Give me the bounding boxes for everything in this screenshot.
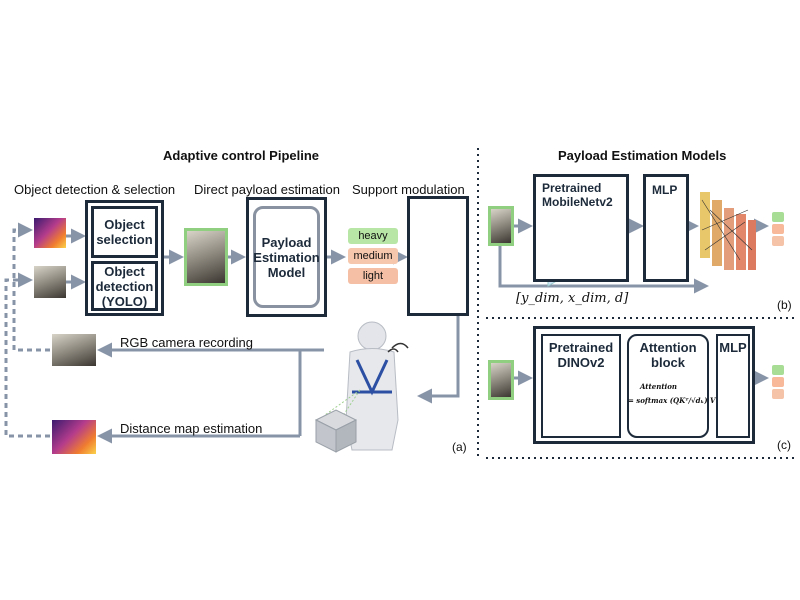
attention-model-group: Pretrained DINOv2 Attention block MLP xyxy=(533,326,755,444)
attention-block: Attention block xyxy=(627,334,709,438)
estimation-model-group: Payload Estimation Model xyxy=(246,197,327,317)
loop-distance xyxy=(4,272,68,438)
b-output-medium xyxy=(772,224,784,234)
payload-box xyxy=(314,409,358,453)
class-light: light xyxy=(348,268,398,284)
support-modulation-box xyxy=(407,196,469,316)
c-output-medium xyxy=(772,377,784,387)
mlp-box-c: MLP xyxy=(716,334,750,438)
mlp-box-b: MLP xyxy=(643,174,689,282)
object-detection-box: Object detection (YOLO) xyxy=(91,261,158,311)
panel-tag-c: (c) xyxy=(777,438,791,452)
c-input-thumbnail xyxy=(488,360,514,400)
b-arrow-features xyxy=(498,246,709,294)
mlp-label-b: MLP xyxy=(652,183,678,197)
attention-formula-prefix: Attention xyxy=(640,382,677,391)
c-output-heavy xyxy=(772,365,784,375)
cropped-object-thumbnail xyxy=(184,228,228,286)
dino-box: Pretrained DINOv2 xyxy=(541,334,621,438)
extra-features-label: [y_dim, x_dim, d] xyxy=(516,291,629,306)
payload-estimation-model: Payload Estimation Model xyxy=(253,206,320,308)
b-output-light xyxy=(772,236,784,246)
mobilenet-label: Pretrained MobileNetv2 xyxy=(542,181,613,209)
object-selection-box: Object selection xyxy=(91,206,158,258)
c-output-light xyxy=(772,389,784,399)
loop-rgb xyxy=(12,222,68,352)
distance-map-thumbnail xyxy=(34,218,66,248)
dense-network xyxy=(700,192,756,270)
class-heavy: heavy xyxy=(348,228,398,244)
panel-tag-a: (a) xyxy=(452,440,467,454)
step-detection-label: Object detection & selection xyxy=(14,182,176,197)
b-input-thumbnail xyxy=(488,206,514,246)
distance-map-output-thumbnail xyxy=(52,420,96,454)
step-support-label: Support modulation xyxy=(352,182,465,197)
distance-map-label: Distance map estimation xyxy=(120,421,263,436)
mobilenet-box: Pretrained MobileNetv2 xyxy=(533,174,629,282)
rgb-recording-label: RGB camera recording xyxy=(120,335,253,350)
panel-tag-b: (b) xyxy=(777,298,792,312)
arrow-exo-to-user xyxy=(417,316,460,404)
step-estimation-label: Direct payload estimation xyxy=(194,182,340,197)
b-output-heavy xyxy=(772,212,784,222)
class-medium: medium xyxy=(348,248,398,264)
attention-formula-body: = softmax (QKᵀ/√dₖ) V xyxy=(628,396,716,405)
detection-group: Object selection Object detection (YOLO) xyxy=(85,200,164,316)
rgb-recording-thumbnail xyxy=(52,334,96,366)
rgb-thumbnail xyxy=(34,266,66,298)
models-title: Payload Estimation Models xyxy=(558,148,727,163)
pipeline-title: Adaptive control Pipeline xyxy=(163,148,320,163)
user-figure xyxy=(324,321,409,451)
